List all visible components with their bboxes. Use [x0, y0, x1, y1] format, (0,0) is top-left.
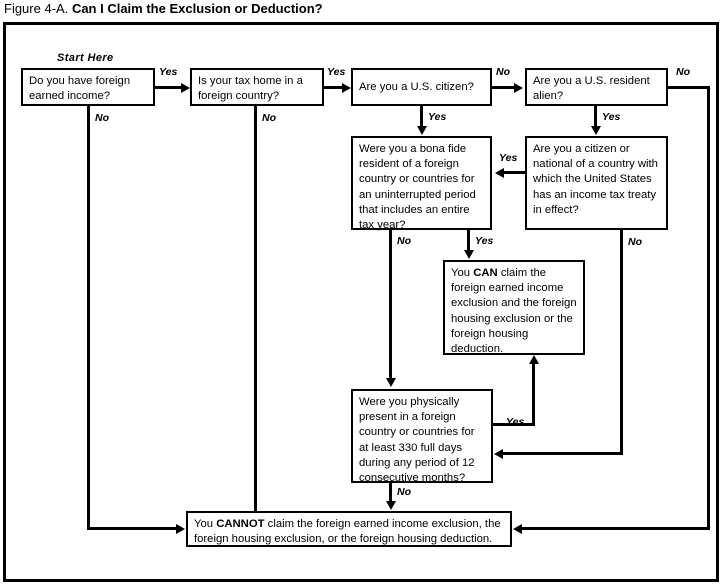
edge-q4-no-vline — [707, 86, 710, 528]
node-q6-text: Are you a citizen or national of a count… — [533, 143, 658, 216]
edge-label-q5-no: No — [397, 235, 411, 247]
edge-q6-no-hline — [502, 452, 623, 455]
result-cannot-suffix: claim the foreign earned income exclusio… — [194, 518, 501, 546]
result-cannot-emphasis: CANNOT — [216, 518, 265, 530]
node-result-can: You CAN claim the foreign earned income … — [443, 260, 585, 355]
edge-q2-yes-line — [324, 86, 344, 89]
edge-label-q1-no: No — [95, 112, 109, 124]
edge-q4-yes-arrowhead — [590, 126, 601, 135]
node-q4-us-resident-alien: Are you a U.S. resident alien? — [525, 68, 668, 106]
edge-q6-yes-line — [503, 171, 528, 174]
edge-q5-yes-arrowhead — [463, 250, 474, 259]
edge-q1-no-hline — [87, 527, 179, 530]
edge-q3-no-arrowhead — [514, 82, 523, 93]
result-cannot-text: You CANNOT claim the foreign earned inco… — [194, 518, 501, 545]
result-can-text: You CAN claim the foreign earned income … — [451, 267, 577, 355]
edge-q1-no-vline — [87, 106, 90, 528]
result-can-suffix: claim the foreign earned income exclusio… — [451, 267, 577, 356]
result-can-prefix: You — [451, 267, 474, 279]
edge-label-q4-no: No — [676, 66, 690, 78]
start-here-label: Start Here — [57, 52, 114, 64]
edge-q4-yes-vline — [594, 106, 597, 128]
edge-q7-no-vline — [389, 483, 392, 502]
edge-label-q2-yes: Yes — [327, 66, 346, 78]
edge-q6-no-vline — [620, 230, 623, 455]
edge-label-q1-yes: Yes — [159, 66, 178, 78]
edge-label-q7-no: No — [397, 486, 411, 498]
edge-q4-no-hline-top — [668, 86, 710, 89]
node-q3-us-citizen: Are you a U.S. citizen? — [351, 68, 492, 106]
edge-label-q5-yes: Yes — [475, 235, 494, 247]
edge-q3-yes-vline — [420, 106, 423, 128]
edge-q3-yes-arrowhead — [416, 126, 427, 135]
figure-number: Figure 4-A. — [4, 1, 69, 16]
node-q2-tax-home: Is your tax home in a foreign country? — [190, 68, 324, 106]
node-result-cannot: You CANNOT claim the foreign earned inco… — [186, 511, 512, 547]
result-can-emphasis: CAN — [473, 267, 498, 279]
edge-q1-yes-arrowhead — [181, 82, 190, 93]
node-q5-text: Were you a bona fide resident of a forei… — [359, 143, 476, 232]
edge-q6-yes-arrowhead — [495, 168, 504, 178]
edge-q5-no-arrowhead — [385, 378, 396, 387]
edge-q7-yes-arrowhead — [528, 355, 539, 364]
node-q1-text: Do you have foreign earned income? — [29, 75, 131, 103]
result-cannot-prefix: You — [194, 518, 217, 530]
edge-label-q3-yes: Yes — [428, 111, 447, 123]
figure-title: Figure 4-A. Can I Claim the Exclusion or… — [4, 1, 704, 19]
edge-q2-yes-arrowhead — [342, 82, 351, 93]
edge-q5-yes-vline — [467, 230, 470, 251]
node-q4-text: Are you a U.S. resident alien? — [533, 75, 650, 103]
node-q2-text: Is your tax home in a foreign country? — [198, 75, 303, 103]
node-q3-text: Are you a U.S. citizen? — [359, 80, 474, 93]
edge-label-q7-yes: Yes — [506, 416, 525, 428]
edge-q4-no-arrowhead — [513, 524, 522, 534]
edge-q3-no-line — [492, 86, 516, 89]
edge-label-q6-no: No — [628, 236, 642, 248]
edge-q5-no-vline — [389, 230, 392, 379]
edge-label-q6-yes: Yes — [499, 152, 518, 164]
node-q1-foreign-earned-income: Do you have foreign earned income? — [21, 68, 155, 106]
edge-q1-yes-line — [155, 86, 183, 89]
edge-label-q2-no: No — [262, 112, 276, 124]
edge-q1-no-arrowhead — [176, 524, 185, 534]
node-q7-physical-presence: Were you physically present in a foreign… — [351, 389, 493, 485]
edge-q2-no-vline — [254, 106, 257, 511]
edge-label-q3-no: No — [496, 66, 510, 78]
node-q6-tax-treaty-country: Are you a citizen or national of a count… — [525, 136, 668, 230]
node-q5-bona-fide-resident: Were you a bona fide resident of a forei… — [351, 136, 492, 232]
edge-q7-yes-vline — [532, 364, 535, 426]
edge-q7-no-arrowhead — [385, 501, 396, 510]
edge-label-q4-yes: Yes — [602, 111, 621, 123]
figure-title-text: Can I Claim the Exclusion or Deduction? — [71, 1, 323, 16]
edge-q6-no-arrowhead — [494, 449, 503, 459]
edge-q7-yes-hline — [493, 423, 535, 426]
node-q7-text: Were you physically present in a foreign… — [359, 396, 475, 485]
edge-q4-no-hline-bottom — [521, 527, 710, 530]
figure-border — [3, 22, 719, 582]
